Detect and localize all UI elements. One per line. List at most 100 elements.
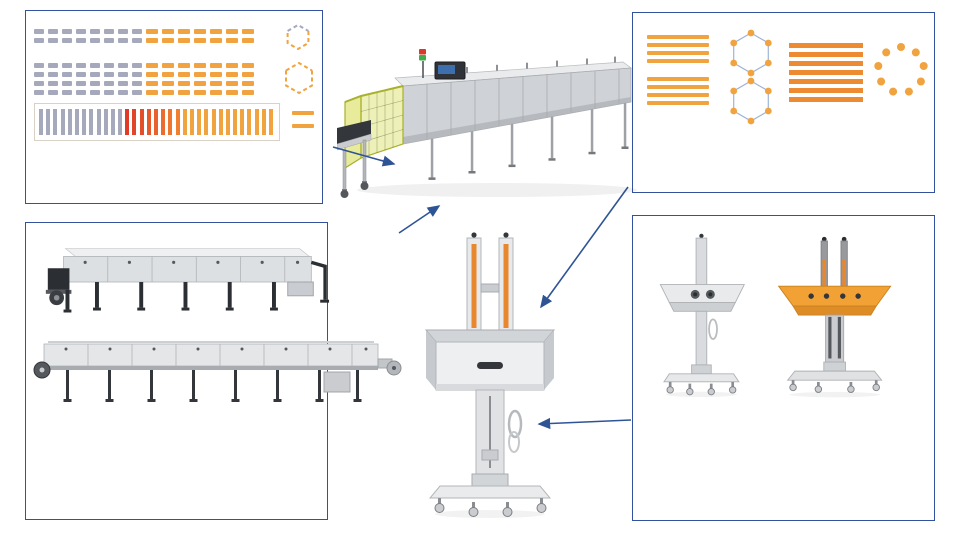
orange-stripe [789, 61, 863, 66]
orange-dash [162, 81, 174, 86]
strip-bar [197, 109, 202, 135]
ring-dot [889, 87, 898, 96]
lid-separators [87, 344, 353, 366]
head-plate [777, 285, 892, 307]
gray-dash [34, 81, 44, 86]
orange-dash [194, 90, 206, 95]
gray-dash [132, 29, 142, 34]
strip-bar [96, 109, 101, 135]
gray-dash [76, 63, 86, 68]
strip-bar [118, 109, 123, 135]
strip-bar [154, 109, 158, 135]
orange-dash [242, 29, 254, 34]
dot-ring-icon [874, 43, 928, 96]
ring-dot [897, 43, 905, 51]
gray-dash [48, 29, 58, 34]
dash-row [34, 72, 254, 77]
gray-dash [48, 38, 58, 43]
orange-stripe-block [789, 43, 863, 106]
strip-bar [233, 109, 238, 135]
orange-rail [503, 244, 509, 328]
strip-bar [53, 109, 58, 135]
mast [695, 310, 708, 366]
dial-knobs [690, 289, 715, 299]
gray-dash [132, 81, 142, 86]
panel-product-patterns [632, 12, 935, 193]
gray-dash [118, 72, 128, 77]
orange-dash [146, 29, 158, 34]
strip-bar [82, 109, 87, 135]
orange-stripe [789, 52, 863, 57]
strip-bar [89, 109, 94, 135]
orange-line [647, 43, 709, 47]
gradient-bar-strip [34, 103, 280, 141]
gray-dash [90, 63, 100, 68]
strip-bar [269, 109, 273, 135]
vertex-dot [730, 39, 738, 47]
orange-dash [146, 38, 158, 43]
dash-row [34, 29, 254, 34]
strip-bar [168, 109, 173, 135]
signal-lamp [419, 49, 426, 78]
gray-dash [132, 90, 142, 95]
dash-row [34, 38, 254, 43]
hexagon-edge [286, 31, 310, 51]
orange-dash [210, 38, 222, 43]
ring-dot [911, 48, 920, 57]
orange-dash [178, 72, 190, 77]
gray-dash [132, 63, 142, 68]
strip-bar [146, 109, 151, 135]
control-box [323, 371, 351, 393]
dashed-hexagon-icon [286, 23, 310, 51]
dashed-hexagon-icon [285, 61, 313, 95]
orange-stripe [789, 79, 863, 84]
hexagon-edge [285, 61, 313, 72]
gray-dash [104, 29, 114, 34]
orange-dash [242, 90, 254, 95]
gray-dash [62, 72, 72, 77]
ring-dot [904, 87, 913, 96]
vertex-dot [764, 87, 772, 95]
gray-dash [34, 38, 44, 43]
dash-pattern-group-a [34, 29, 254, 47]
strip-bar [103, 109, 108, 135]
gray-dash [76, 29, 86, 34]
orange-stripe [789, 88, 863, 93]
gray-dash [34, 90, 44, 95]
gray-dash [90, 90, 100, 95]
vertex-dot [730, 59, 738, 67]
coiled-cable [507, 409, 523, 439]
gray-dash [104, 38, 114, 43]
module-separators [426, 69, 620, 140]
orange-dash [226, 81, 238, 86]
orange-line-group-2 [647, 77, 709, 109]
strip-bar [175, 109, 180, 135]
orange-dash [146, 90, 158, 95]
gray-dash [118, 29, 128, 34]
orange-line [292, 124, 314, 128]
hexagon-dots-icon [730, 29, 772, 77]
strip-bar [218, 109, 223, 135]
orange-dash [162, 90, 174, 95]
orange-dash [178, 90, 190, 95]
orange-stripe [789, 43, 863, 48]
caster-wheels [789, 380, 880, 393]
legs [428, 103, 629, 180]
gray-dash [76, 38, 86, 43]
ring-dot [877, 77, 886, 86]
orange-rail [471, 244, 477, 328]
orange-dash [194, 38, 206, 43]
legs [63, 282, 278, 313]
orange-dash [194, 81, 206, 86]
orange-stripe [789, 70, 863, 75]
lid-handles [64, 347, 368, 351]
caster-wheels [434, 498, 547, 517]
gray-dash [104, 81, 114, 86]
gray-dash [48, 90, 58, 95]
strip-bar [240, 109, 245, 135]
dash-pattern-group-b [34, 63, 254, 99]
orange-dash [210, 90, 222, 95]
vertical-stand-machine-gray [659, 233, 746, 398]
strip-bar [261, 109, 266, 135]
strip-bar [254, 109, 259, 135]
